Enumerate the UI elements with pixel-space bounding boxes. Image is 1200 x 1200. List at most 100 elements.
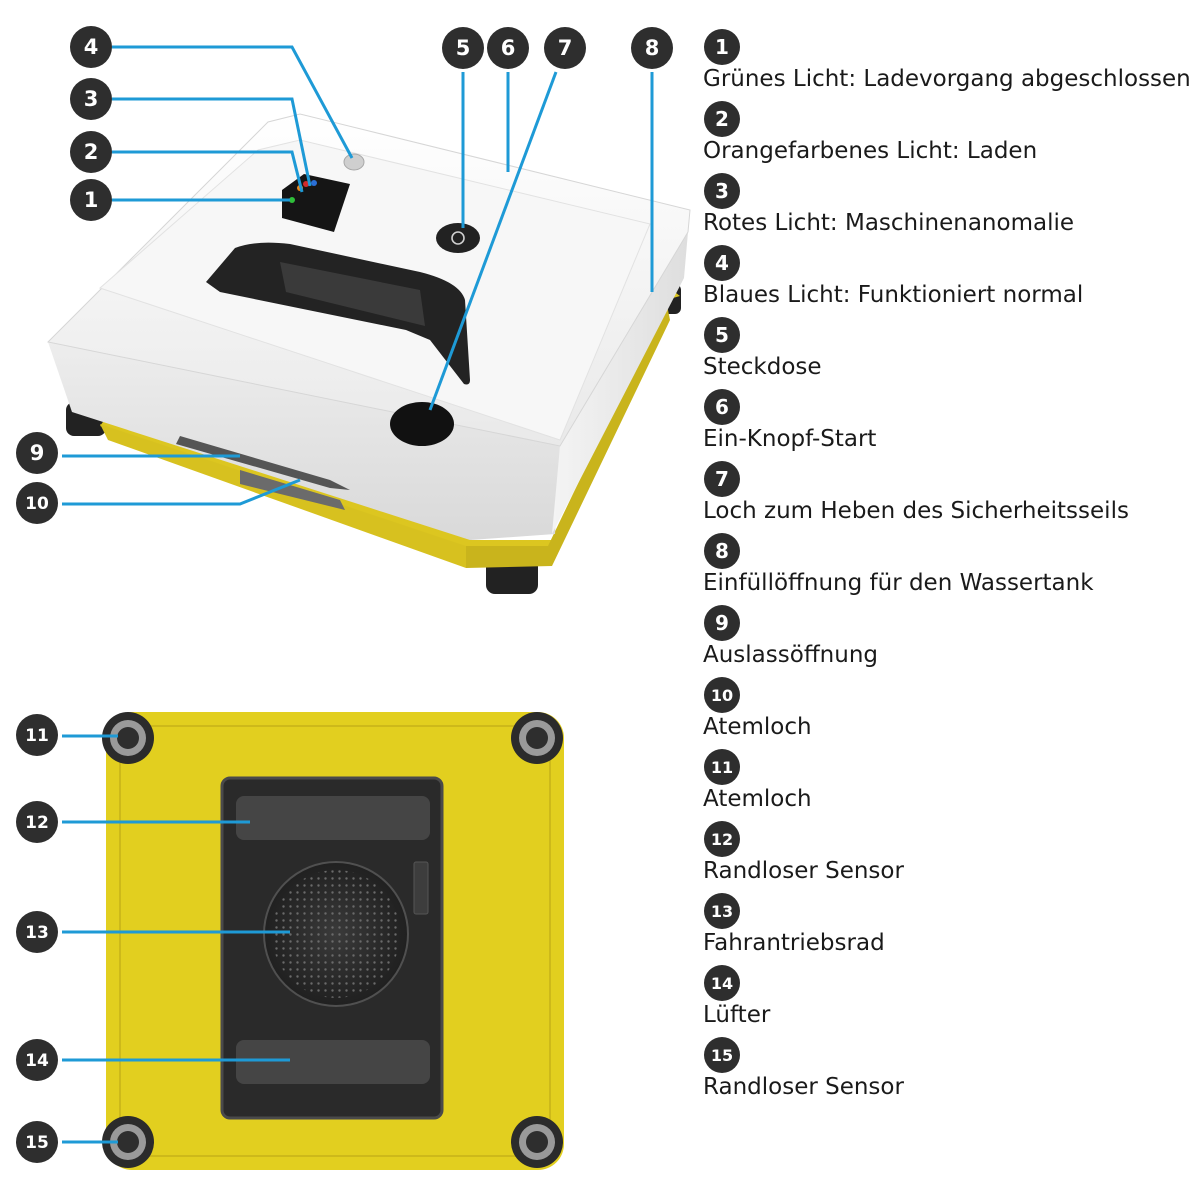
legend-item: 1 Grünes Licht: Ladevorgang abgeschlosse… [703,29,1198,101]
legend-text: Auslassöffnung [703,642,878,668]
safety-rope-hole [390,402,454,446]
legend-text: Ein-Knopf-Start [703,426,877,452]
legend-item: 12 Randloser Sensor [703,821,1198,893]
leader-line-7 [428,71,558,411]
svg-text:13: 13 [25,923,49,943]
legend-badge: 11 [704,749,740,785]
legend-badge: 10 [704,677,740,713]
svg-text:2: 2 [84,140,99,164]
callout-3: 3 [70,78,112,120]
svg-text:4: 4 [84,35,99,59]
legend-item: 2 Orangefarbenes Licht: Laden [703,101,1198,173]
callout-8: 8 [631,27,673,69]
svg-text:7: 7 [558,36,573,60]
legend-text: Grünes Licht: Ladevorgang abgeschlossen [703,66,1191,92]
robot-handle-grip [280,262,425,326]
legend-badge: 7 [704,461,740,497]
sensor-slot [413,861,429,915]
leader-line-3 [112,97,312,187]
legend-item: 15 Randloser Sensor [703,1037,1198,1109]
callout-1: 1 [70,179,112,221]
leader-lines [62,45,654,1144]
legend-badge: 15 [704,1037,740,1073]
robot-diagram: 4 3 2 1 5 6 7 8 9 10 11 12 13 14 15 [16,26,691,1170]
callout-9: 9 [16,432,58,474]
bottom-pad-inner [119,725,551,1157]
leader-line-4 [112,45,354,159]
legend-text: Atemloch [703,714,812,740]
fan-dots [272,870,400,998]
callout-12: 12 [16,801,58,843]
robot-side-face [552,232,688,534]
robot-handle-recess [206,242,470,385]
callout-2: 2 [70,131,112,173]
legend-badge: 5 [704,317,740,353]
corner-wheel [102,712,154,764]
svg-text:10: 10 [25,494,49,514]
legend-badge: 12 [704,821,740,857]
legend-badge: 4 [704,245,740,281]
svg-text:5: 5 [456,36,471,60]
callout-5: 5 [442,27,484,69]
legend-text: Orangefarbenes Licht: Laden [703,138,1038,164]
drive-track-top [236,796,430,840]
robot-bottom-view [102,712,564,1170]
legend-item: 3 Rotes Licht: Maschinenanomalie [703,173,1198,245]
robot-pad-front [100,424,466,568]
callouts: 4 3 2 1 5 6 7 8 9 10 11 12 13 14 15 [16,26,673,1163]
callout-15: 15 [16,1121,58,1163]
legend-badge: 13 [704,893,740,929]
leader-line-10 [62,478,301,506]
legend-text: Steckdose [703,354,822,380]
corner-wheel [511,1116,563,1168]
legend-item: 11 Atemloch [703,749,1198,821]
leader-line-2 [112,150,304,193]
callout-4: 4 [70,26,112,68]
legend-badge: 8 [704,533,740,569]
legend-item: 7 Loch zum Heben des Sicherheitsseils [703,461,1198,533]
red-light [303,181,309,187]
legend-item: 9 Auslassöffnung [703,605,1198,677]
legend-text: Randloser Sensor [703,1074,904,1100]
legend-text: Blaues Licht: Funktioniert normal [703,282,1084,308]
power-button [436,223,480,253]
corner-wheel [102,1116,154,1168]
legend-item: 13 Fahrantriebsrad [703,893,1198,965]
callout-6: 6 [487,27,529,69]
legend-item: 8 Einfüllöffnung für den Wassertank [703,533,1198,605]
power-icon [451,231,465,245]
legend-text: Lüfter [703,1002,771,1028]
legend-text: Loch zum Heben des Sicherheitsseils [703,498,1129,524]
callout-10: 10 [16,482,58,524]
legend-badge: 6 [704,389,740,425]
legend-text: Einfüllöffnung für den Wassertank [703,570,1094,596]
robot-front-face [48,342,560,540]
callout-7: 7 [544,27,586,69]
legend-item: 6 Ein-Knopf-Start [703,389,1198,461]
legend-badge: 1 [704,29,740,65]
outlet-opening [176,436,350,490]
legend-item: 4 Blaues Licht: Funktioniert normal [703,245,1198,317]
callout-11: 11 [16,714,58,756]
legend: 1 Grünes Licht: Ladevorgang abgeschlosse… [703,29,1198,1109]
svg-text:15: 15 [25,1133,49,1153]
callout-13: 13 [16,911,58,953]
legend-badge: 2 [704,101,740,137]
drive-track-bottom [236,1040,430,1084]
legend-text: Rotes Licht: Maschinenanomalie [703,210,1074,236]
water-tank-cap [343,153,365,171]
callout-14: 14 [16,1039,58,1081]
legend-text: Fahrantriebsrad [703,930,885,956]
robot-top-view [46,113,691,594]
legend-badge: 14 [704,965,740,1001]
legend-text: Randloser Sensor [703,858,904,884]
svg-text:8: 8 [645,36,660,60]
blue-light [311,180,317,186]
legend-badge: 9 [704,605,740,641]
svg-text:11: 11 [25,726,49,746]
svg-text:12: 12 [25,813,49,833]
legend-item: 14 Lüfter [703,965,1198,1037]
breathing-hole [240,470,345,510]
legend-text: Atemloch [703,786,812,812]
corner-wheel [511,712,563,764]
